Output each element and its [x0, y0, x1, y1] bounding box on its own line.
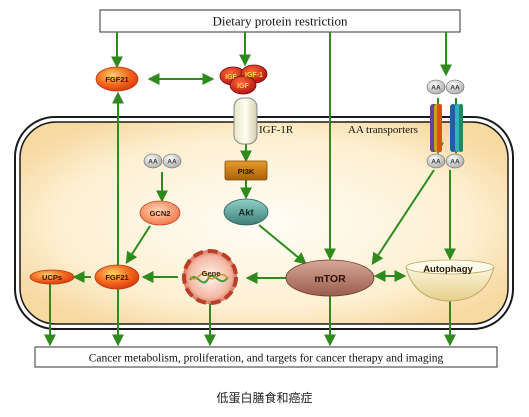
arrow-gcn2-to-fgf21	[125, 225, 151, 265]
autophagy-label: Autophagy	[423, 264, 473, 275]
bottom-box	[34, 346, 498, 368]
gcn2-label: GCN2	[150, 209, 171, 218]
fgf21-top-label: FGF21	[105, 75, 128, 84]
gene-label: Gene	[202, 269, 221, 278]
title-box	[99, 9, 461, 33]
gcn2-node	[139, 200, 181, 226]
figure-caption: 低蛋白膳食和癌症	[216, 391, 313, 405]
fgf21-cell-label: FGF21	[105, 273, 128, 282]
aa-label: AA	[431, 159, 441, 166]
autophagy-node	[405, 259, 495, 302]
pi3k-node	[224, 160, 268, 181]
igf1r-label: IGF-1R	[259, 124, 294, 136]
bottom-box-text: Cancer metabolism, proliferation, and ta…	[89, 353, 444, 365]
aa-label: AA	[450, 85, 460, 92]
arrow-akt-to-mtor	[258, 224, 307, 265]
igf-bottom-label: IGF	[237, 83, 249, 90]
cell-membrane-outer	[14, 116, 514, 330]
akt-node	[223, 198, 269, 226]
igf-cluster: IGF IGF-1 IGF	[219, 64, 268, 95]
mtor-label: mTOR	[314, 273, 346, 285]
fgf21-top-ellipse	[95, 66, 139, 92]
mtor-node	[285, 259, 375, 297]
ucps-ellipse	[29, 269, 75, 285]
aa-label: AA	[167, 159, 177, 166]
igf1r-receptor	[233, 97, 258, 145]
igf-right-label: IGF-1	[245, 72, 263, 79]
akt-label: Akt	[238, 208, 254, 219]
fgf21-cell-ellipse	[94, 264, 140, 290]
aa-label: AA	[450, 159, 460, 166]
aa-label: AA	[431, 85, 441, 92]
aa-pair-outside: AA AA	[426, 79, 465, 95]
title-text: Dietary protein restriction	[212, 14, 348, 29]
aa-transporter-left	[430, 104, 442, 152]
ucps-label: UCPs	[42, 273, 62, 282]
nucleus-gene	[182, 249, 238, 305]
aa-pair-gcn2: AA AA	[143, 153, 182, 169]
aa-label: AA	[148, 159, 158, 166]
arrow-aa-left-to-mtor	[371, 169, 435, 266]
aa-transporters-label: AA transporters	[348, 124, 418, 136]
pi3k-label: PI3K	[238, 167, 255, 176]
aa-transporter-right	[450, 104, 463, 152]
aa-pair-inside: AA AA	[426, 153, 465, 169]
igf-left-label: IGF	[225, 74, 237, 81]
